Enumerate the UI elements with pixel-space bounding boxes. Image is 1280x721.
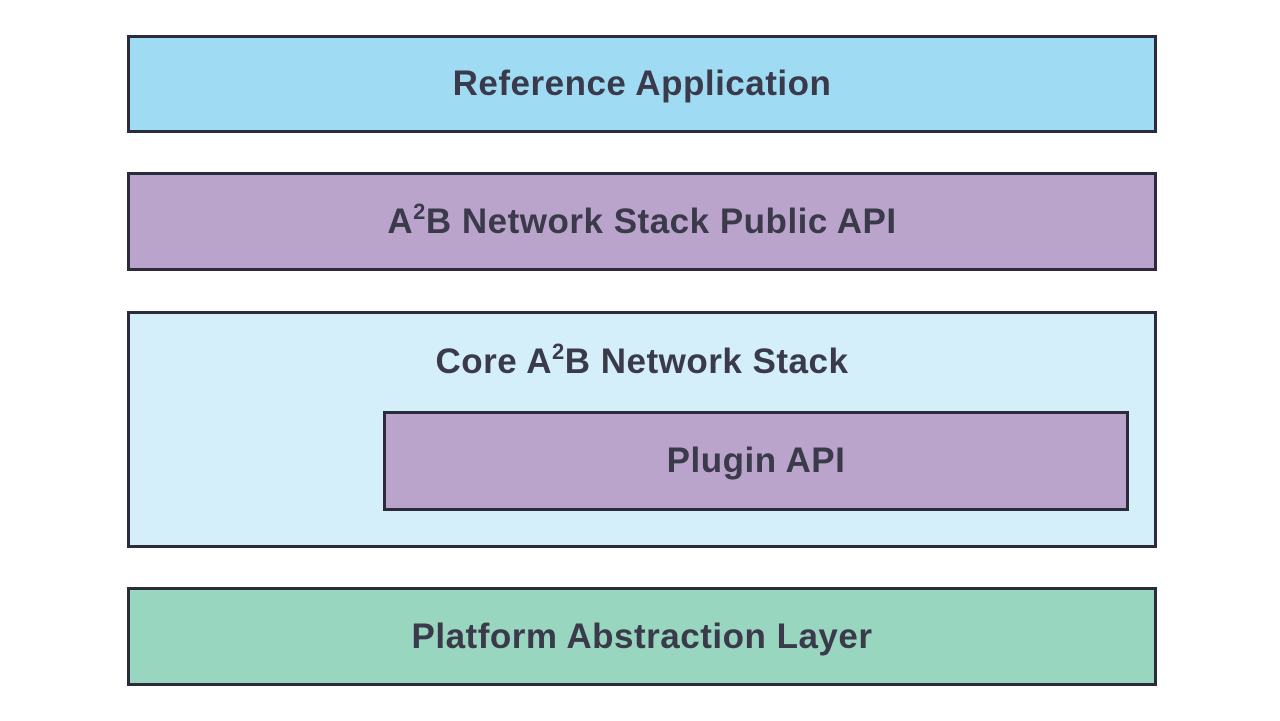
core-label-prefix: Core A	[435, 342, 552, 381]
plugin-api-layer: Plugin API	[383, 411, 1129, 511]
platform-abstraction-layer: Platform Abstraction Layer	[127, 587, 1157, 686]
public-api-label-superscript: 2	[413, 198, 426, 224]
reference-application-label: Reference Application	[452, 64, 832, 103]
core-label-superscript: 2	[551, 339, 565, 364]
public-api-label: A2B Network Stack Public API	[387, 198, 897, 242]
core-network-stack-label: Core A2B Network Stack	[130, 339, 1154, 382]
core-label-suffix: B Network Stack	[564, 342, 849, 381]
core-network-stack-layer: Core A2B Network Stack Plugin API	[127, 311, 1157, 548]
public-api-label-suffix: B Network Stack Public API	[425, 201, 897, 241]
platform-abstraction-label: Platform Abstraction Layer	[411, 616, 873, 656]
plugin-api-label: Plugin API	[666, 441, 846, 480]
reference-application-layer: Reference Application	[127, 35, 1157, 133]
public-api-layer: A2B Network Stack Public API	[127, 172, 1157, 271]
public-api-label-prefix: A	[387, 201, 414, 241]
